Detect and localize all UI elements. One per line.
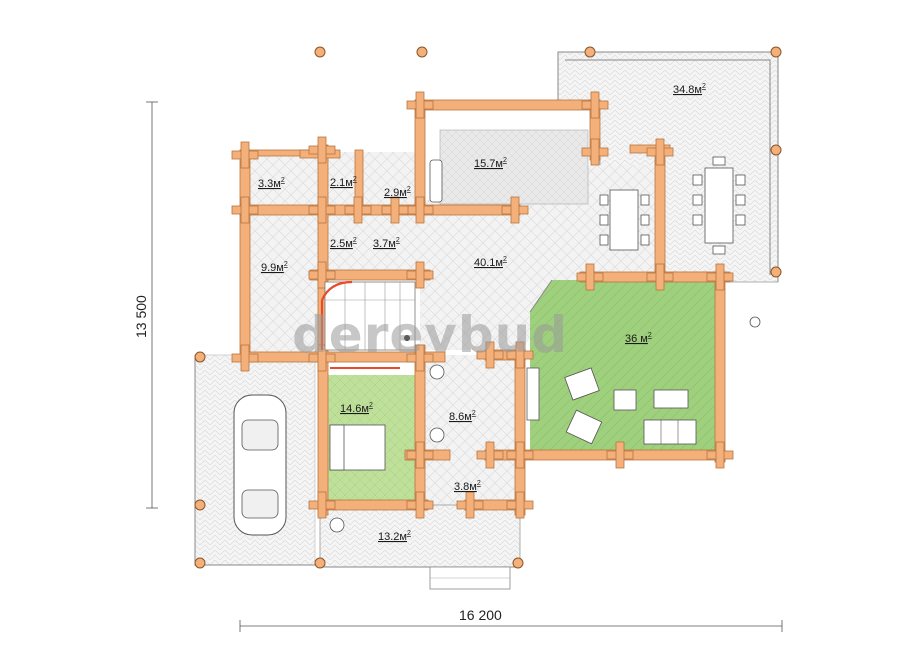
log-joint (415, 491, 425, 519)
staircase (320, 280, 416, 369)
posts (194, 46, 782, 569)
log-joint (415, 196, 425, 224)
log-joint (655, 138, 665, 166)
log-joint (317, 196, 327, 224)
log-joint (240, 196, 250, 224)
log-joint (317, 136, 327, 164)
log-joints (231, 91, 734, 519)
room-area-terrace: 34.8м2 (673, 83, 706, 96)
car-icon (233, 394, 287, 536)
log-joint (317, 491, 327, 519)
room-area-vestibule: 3.3м2 (258, 177, 285, 190)
log-joint (415, 91, 425, 119)
room-area-closet: 2.5м2 (330, 237, 357, 250)
room-area-kitchen: 15.7м2 (474, 157, 507, 170)
log-joint (655, 263, 665, 291)
room-area-hall-left: 9.9м2 (261, 261, 288, 274)
log-joint (510, 196, 520, 224)
room-area-lounge: 36 м2 (625, 332, 652, 345)
log-joint (317, 261, 327, 289)
room-area-porch: 13.2м2 (378, 530, 411, 543)
log-joint (515, 491, 525, 519)
room-area-bath: 2.9м2 (384, 186, 411, 199)
log-joint (390, 196, 400, 224)
log-joint (585, 263, 595, 291)
room-area-bedroom: 14.6м2 (340, 402, 373, 415)
room-area-living-dining: 40.1м2 (474, 256, 507, 269)
log-joint (415, 261, 425, 289)
log-joint (590, 91, 600, 119)
log-joint (590, 138, 600, 166)
room-area-storage: 3.8м2 (454, 480, 481, 493)
width-dimension-label: 16 200 (459, 607, 502, 623)
height-dimension-label: 13 500 (133, 295, 149, 338)
room-area-hall: 8.6м2 (449, 410, 476, 423)
log-joint (615, 441, 625, 469)
log-joint (240, 141, 250, 169)
log-joint (353, 196, 363, 224)
log-joint (485, 441, 495, 469)
log-joint (515, 341, 525, 369)
room-labels: 34.8м2 15.7м2 3.3м2 2.1м2 2.9м2 9.9м2 2.… (258, 83, 706, 543)
log-joint (240, 344, 250, 372)
log-joint (485, 341, 495, 369)
log-joint (715, 263, 725, 291)
outlines (194, 51, 779, 590)
room-area-corridor: 3.7м2 (373, 237, 400, 250)
watermark: derevbud (292, 306, 568, 364)
furniture (233, 156, 761, 536)
log-joint (715, 441, 725, 469)
log-joint (515, 441, 525, 469)
room-area-wc: 2.1м2 (330, 176, 357, 189)
log-joint (465, 491, 475, 519)
log-joint (415, 441, 425, 469)
log-joint (415, 344, 425, 372)
dimensions: 13 500 16 200 (133, 101, 783, 632)
